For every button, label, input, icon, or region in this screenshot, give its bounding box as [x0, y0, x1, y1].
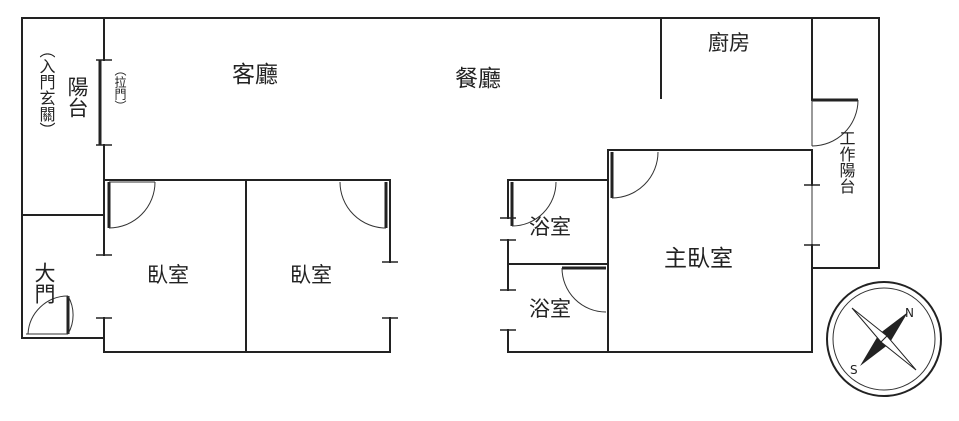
- compass-s-label: S: [850, 363, 858, 377]
- main-door-label: 大門: [32, 262, 56, 304]
- opening-marks: [96, 184, 820, 331]
- bedroom-1-label: 臥室: [147, 263, 189, 287]
- work-balcony-label: 工作陽台: [837, 130, 856, 194]
- walls: [21, 17, 880, 353]
- dining-room-label: 餐廳: [455, 66, 501, 92]
- master-bedroom-label: 主臥室: [664, 246, 733, 272]
- room-labels: 客廳 餐廳 廚房 臥室 臥室 浴室 浴室 主臥室 陽台 （入門玄關） （拉門） …: [32, 31, 856, 321]
- compass-n-label: N: [905, 306, 914, 320]
- bedroom-1-door: [107, 181, 156, 229]
- balcony-label: 陽台: [65, 76, 89, 118]
- master-bedroom-door: [610, 151, 659, 199]
- living-room-label: 客廳: [232, 62, 278, 88]
- entry-hall-note: （入門玄關）: [37, 42, 56, 138]
- compass: N S: [826, 281, 942, 397]
- doors: [26, 59, 859, 335]
- bedroom-2-label: 臥室: [290, 263, 332, 287]
- kitchen-label: 廚房: [708, 31, 750, 55]
- compass-needle-east: [880, 335, 917, 371]
- sliding-door-label: （拉門）: [113, 64, 127, 112]
- sliding-door: [96, 59, 112, 146]
- bathroom-2-door: [561, 266, 607, 313]
- bedroom-2-door: [339, 181, 388, 229]
- compass-needle-west: [851, 307, 888, 343]
- bathroom-2-label: 浴室: [529, 297, 571, 321]
- work-balcony-door: [811, 98, 859, 147]
- main-door: [26, 295, 74, 335]
- bathroom-1-label: 浴室: [529, 215, 571, 239]
